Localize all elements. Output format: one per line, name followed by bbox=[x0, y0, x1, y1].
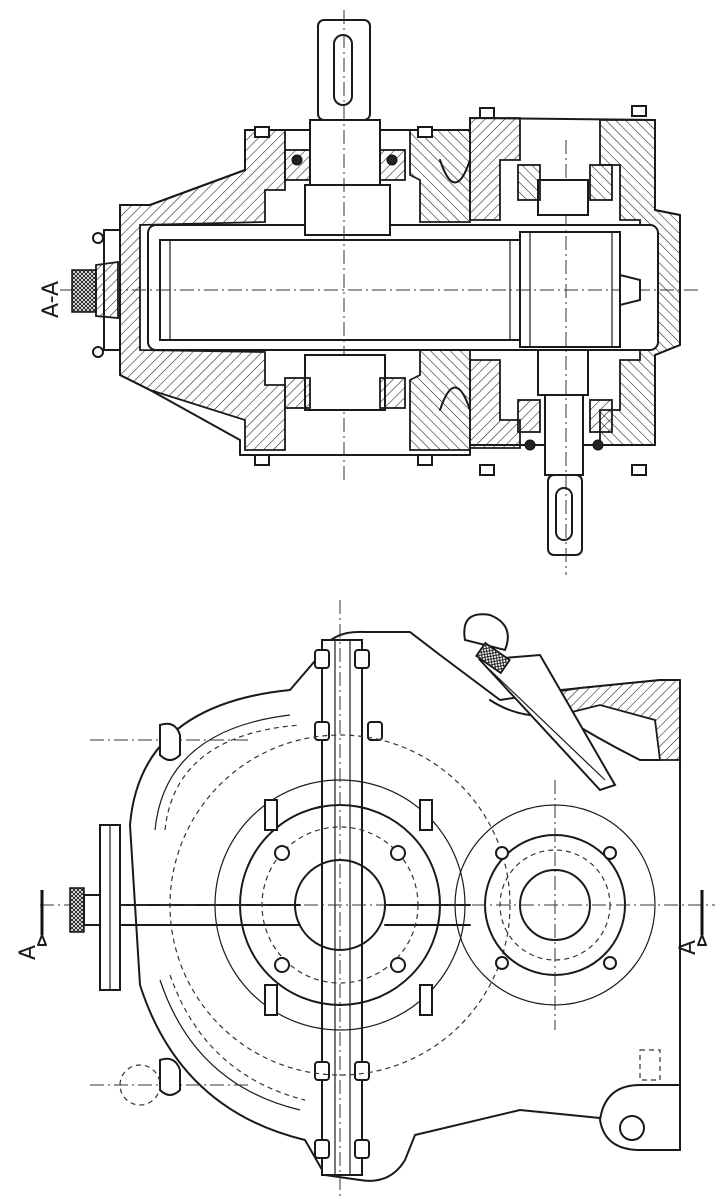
section-title: A-A bbox=[39, 281, 64, 318]
cover-bolts bbox=[254, 105, 647, 476]
section-view-a-a: A-A bbox=[39, 10, 700, 575]
cut-mark-left-label: A bbox=[16, 945, 41, 960]
section-marker-left: A bbox=[16, 890, 47, 960]
section-marker-right: A bbox=[676, 890, 707, 955]
cut-mark-right-label: A bbox=[676, 940, 701, 955]
knurled-cap bbox=[71, 269, 97, 313]
oil-dipstick bbox=[463, 613, 617, 792]
flange-bolts bbox=[314, 649, 383, 1159]
knurled-plug bbox=[69, 887, 85, 933]
elevation-view: A A bbox=[16, 600, 715, 1200]
